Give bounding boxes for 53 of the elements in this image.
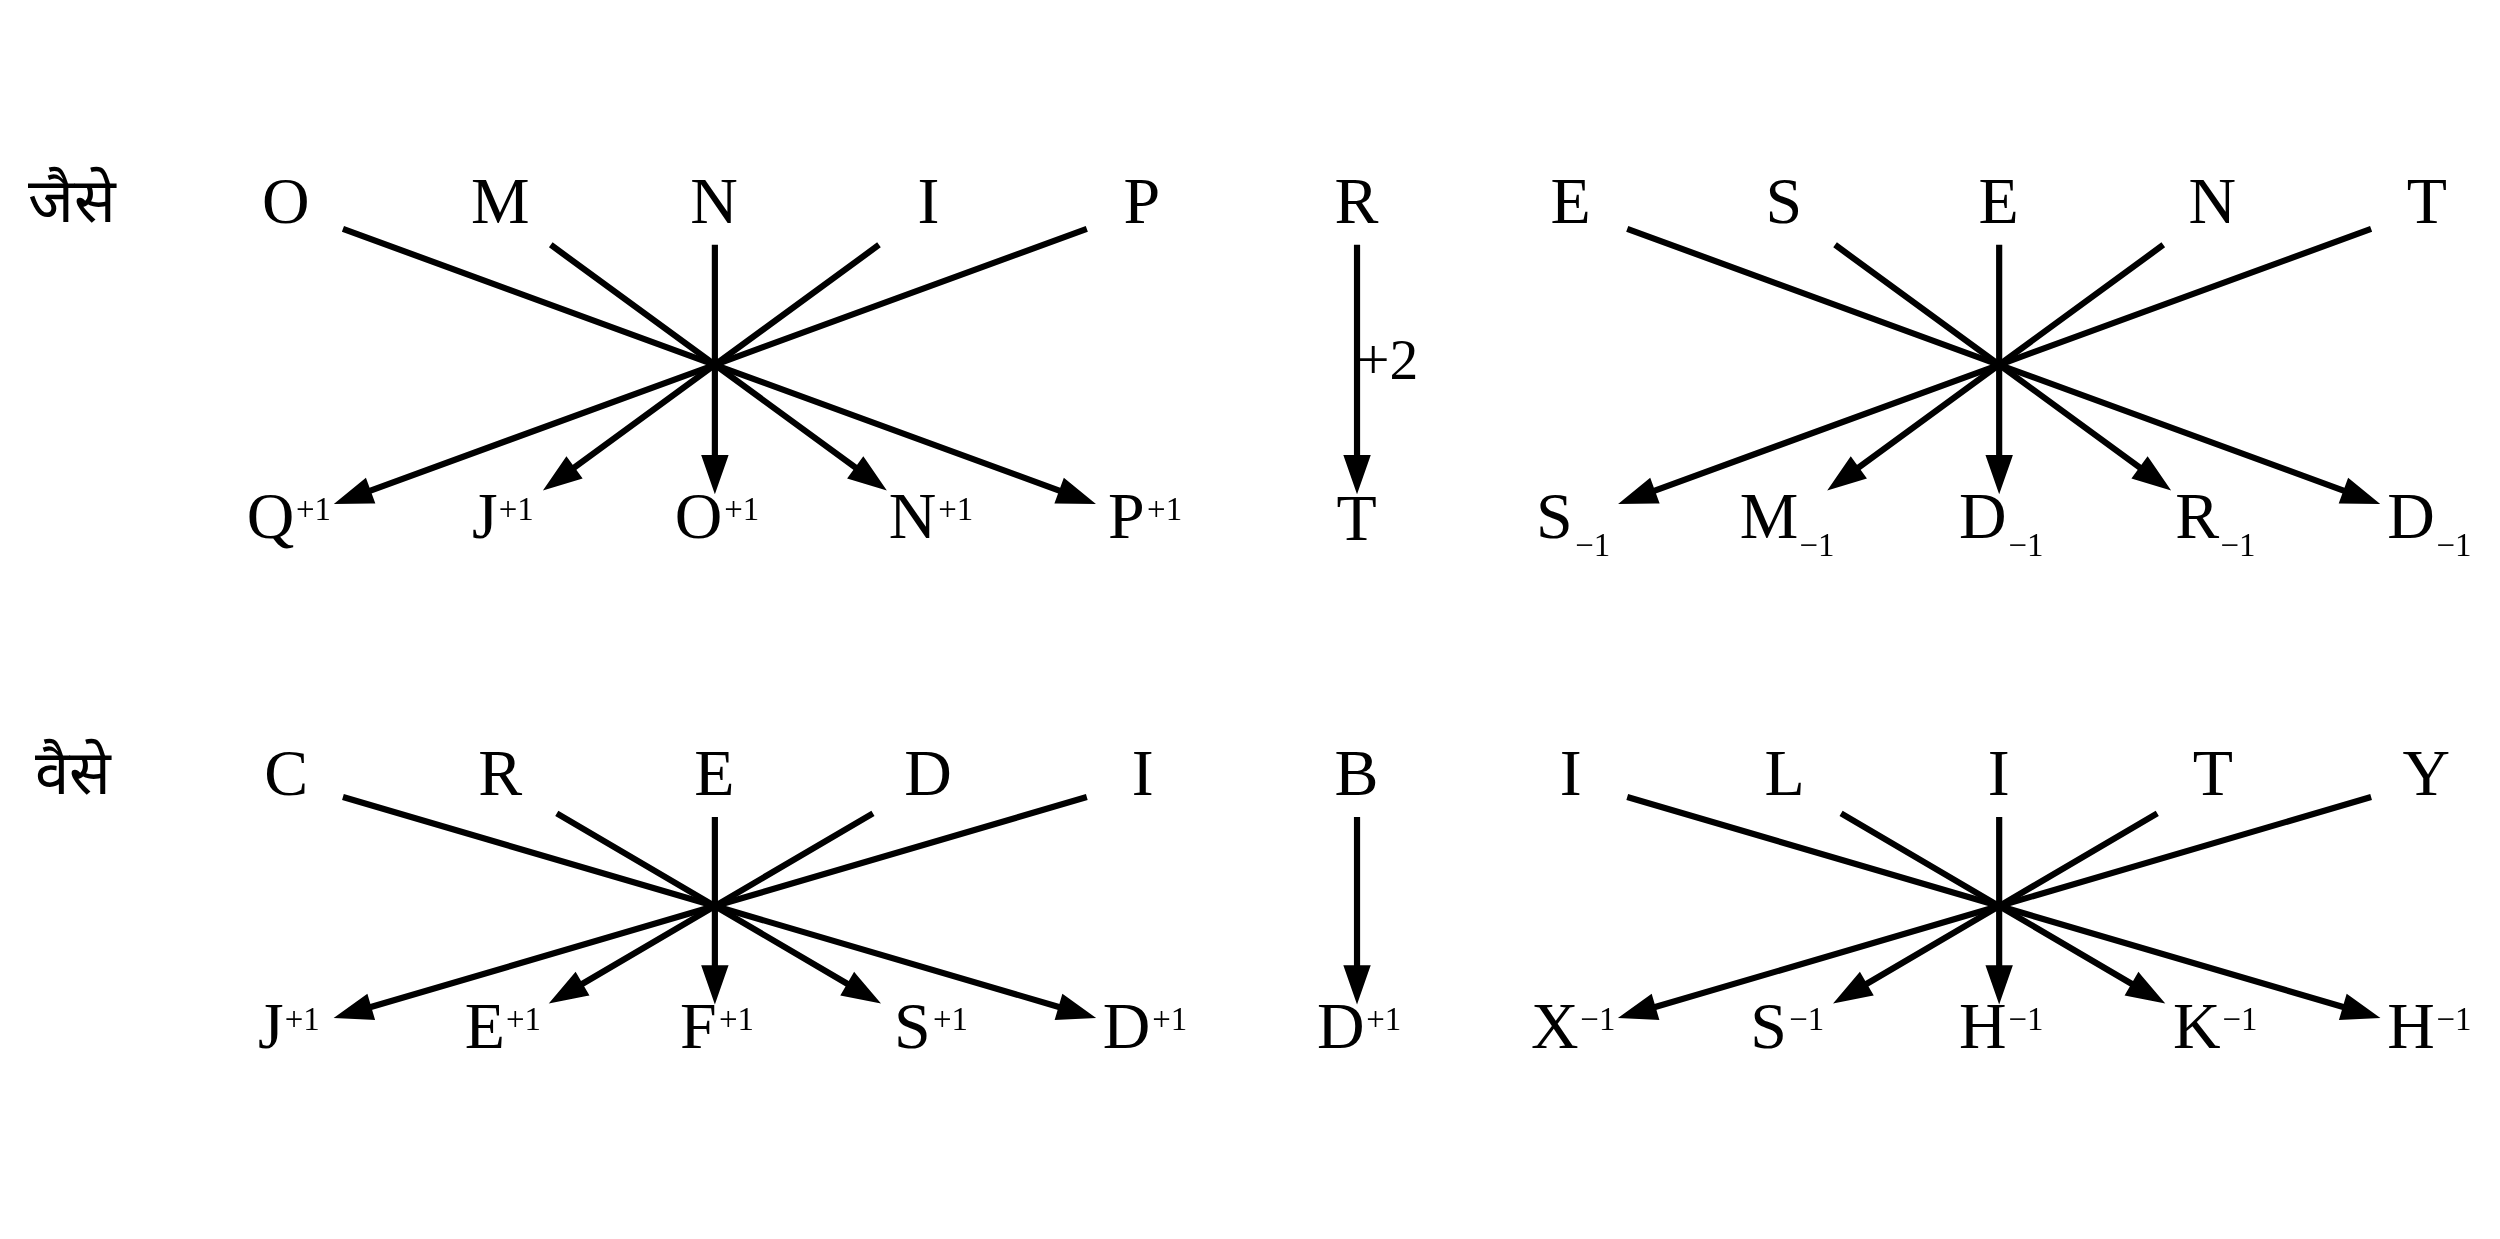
node-text: T	[2406, 163, 2447, 237]
label: वैसे	[34, 736, 111, 809]
arrow	[1343, 816, 1371, 1004]
arrow	[1343, 244, 1371, 494]
node-text: E	[1978, 163, 2019, 237]
node-text: S$^{+1}$	[893, 988, 969, 1062]
node-text: M$_{−1}$	[1739, 478, 1835, 563]
arrow	[1985, 816, 2013, 1004]
node-text: I	[917, 163, 940, 237]
node-text: N	[2188, 163, 2237, 237]
node-text: P$^{+1}$	[1107, 478, 1183, 552]
node-text: D$_{−1}$	[1959, 478, 2044, 563]
node-text: B	[1334, 735, 1379, 809]
node-text: Q$^{+1}$	[246, 478, 332, 552]
node-text: D	[904, 735, 952, 809]
arrow	[1985, 244, 2013, 494]
node-text: H$^{−1}$	[2387, 988, 2472, 1062]
node-text: X$^{−1}$	[1530, 988, 1616, 1062]
node-text: R	[1334, 163, 1379, 237]
node-text: E	[694, 735, 735, 809]
node-text: I	[1987, 735, 2010, 809]
node-text: O	[262, 163, 310, 237]
node-text: P	[1123, 163, 1161, 237]
node-text: I	[1131, 735, 1154, 809]
node-text: S	[1765, 163, 1803, 237]
node-text: Y	[2402, 735, 2451, 809]
node-text: O$^{+1}$	[674, 478, 760, 552]
arrow	[701, 816, 729, 1004]
edge-label: +2	[1357, 327, 1419, 391]
node-text: H$^{−1}$	[1959, 988, 2044, 1062]
node-text: K$^{−1}$	[2173, 988, 2258, 1062]
node-text: N	[690, 163, 738, 237]
node-text: D$^{+1}$	[1102, 988, 1188, 1062]
arrow	[701, 244, 729, 494]
node-text: R$_{−1}$	[2175, 478, 2256, 563]
node-text: T	[2192, 735, 2233, 809]
node-text: L	[1764, 735, 1805, 809]
node-text: M	[470, 163, 530, 237]
node-text: F$^{+1}$	[679, 988, 755, 1062]
node-text: C	[264, 735, 309, 809]
label: जैसे	[28, 164, 117, 237]
node-text: D$^{+1}$	[1316, 988, 1402, 1062]
node-text: S$^{−1}$	[1750, 988, 1825, 1062]
node-text: J$^{+1}$	[257, 988, 320, 1062]
node-text: T	[1336, 480, 1377, 554]
node-text: I	[1559, 735, 1582, 809]
node-text: J$^{+1}$	[472, 478, 534, 552]
node-text: N$^{+1}$	[888, 478, 974, 552]
node-text: E	[1550, 163, 1591, 237]
node-text: S$_{−1}$	[1536, 478, 1611, 563]
node-text: E$^{+1}$	[464, 988, 541, 1062]
node-text: D$_{−1}$	[2387, 478, 2472, 563]
node-text: R	[478, 735, 523, 809]
